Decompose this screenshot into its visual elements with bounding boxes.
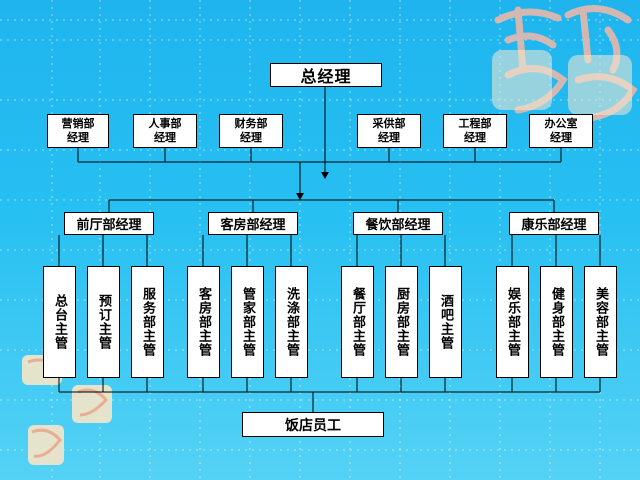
hotel-staff-box: 饭店员工 [242, 412, 384, 437]
supervisor-box: 健身部主管 [540, 266, 573, 378]
supervisor-box: 娱乐部主管 [496, 266, 529, 378]
arrow-head-icon [321, 172, 329, 179]
general-manager-box: 总经理 [270, 63, 382, 87]
recreation-manager-box: 康乐部经理 [509, 212, 599, 235]
supervisor-box: 客房部主管 [187, 266, 220, 378]
supervisor-box: 预订主管 [87, 266, 120, 378]
food-beverage-manager-box: 餐饮部经理 [353, 212, 443, 235]
dept-procurement-box: 采供部 经理 [357, 114, 421, 148]
dept-engineering-box: 工程部 经理 [443, 114, 507, 148]
supervisor-box: 洗涤部主管 [275, 266, 308, 378]
supervisor-box: 管家部主管 [231, 266, 264, 378]
supervisor-box: 酒吧主管 [429, 266, 462, 378]
housekeeping-manager-box: 客房部经理 [208, 212, 298, 235]
dept-office-box: 办公室 经理 [529, 114, 593, 148]
supervisor-box: 餐厅部主管 [341, 266, 374, 378]
supervisor-box: 总台主管 [43, 266, 76, 378]
dept-marketing-box: 营销部 经理 [47, 114, 109, 148]
dept-finance-box: 财务部 经理 [219, 114, 283, 148]
supervisor-box: 美容部主管 [584, 266, 617, 378]
dept-hr-box: 人事部 经理 [133, 114, 197, 148]
supervisor-box: 厨房部主管 [385, 266, 418, 378]
front-office-manager-box: 前厅部经理 [64, 212, 154, 235]
supervisor-box: 服务部主管 [131, 266, 164, 378]
arrow-head-icon [296, 193, 304, 200]
